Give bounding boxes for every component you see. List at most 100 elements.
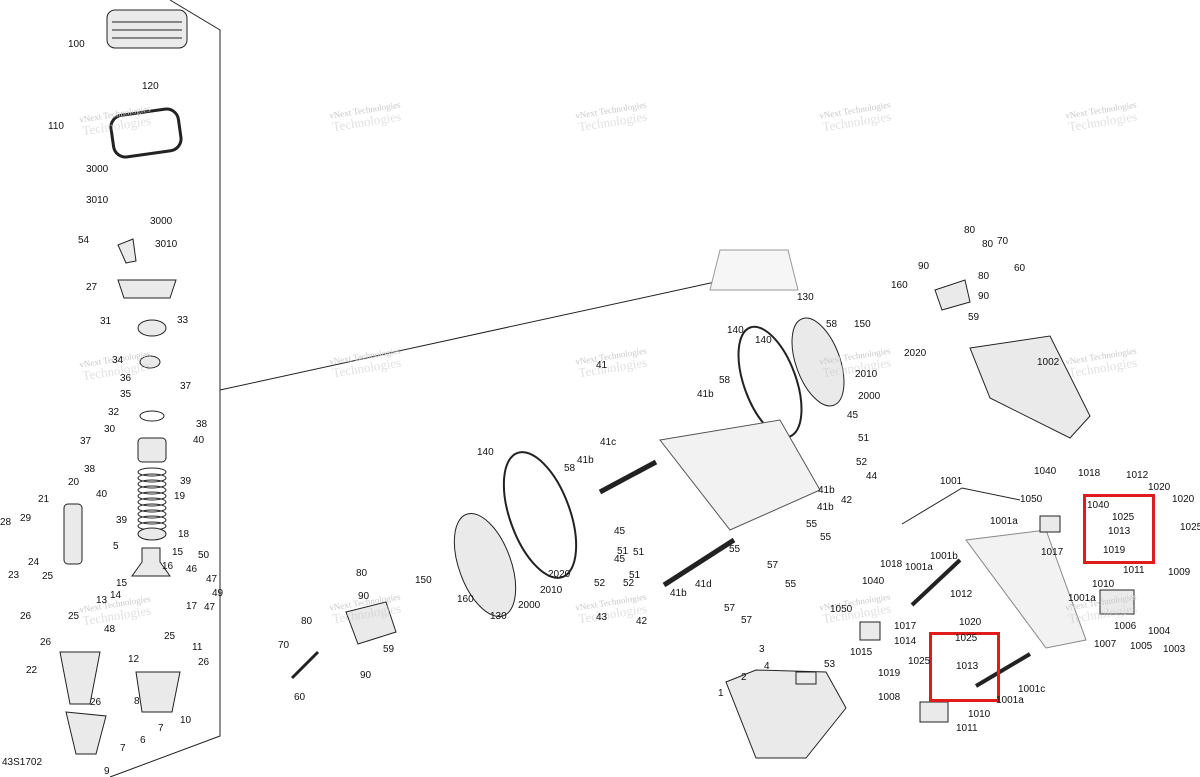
part-label: 80 — [978, 271, 990, 282]
part-label: 42 — [636, 616, 648, 627]
part-label: 90 — [360, 670, 372, 681]
part-label: 33 — [177, 315, 189, 326]
part-label: 39 — [116, 515, 128, 526]
part-label: 26 — [40, 637, 52, 648]
part-label: 1001a — [996, 695, 1024, 706]
spring-seat — [137, 437, 167, 463]
part-label: 28 — [0, 517, 12, 528]
ghost-engine — [709, 249, 799, 291]
spring-coil — [137, 503, 167, 513]
part-label: 80 — [982, 239, 994, 250]
rocker-part — [859, 621, 881, 641]
part-label: 1020 — [1172, 494, 1195, 505]
rocker-part — [1039, 515, 1061, 533]
part-label: 140 — [727, 325, 744, 336]
part-label: 55 — [785, 579, 797, 590]
guard-plate — [59, 651, 101, 705]
part-label: 80 — [356, 568, 368, 579]
bracket-plate — [795, 671, 817, 685]
part-label: 20 — [68, 477, 80, 488]
part-label: 1013 — [1108, 526, 1131, 537]
bolt-60 — [290, 650, 320, 680]
part-label: 59 — [383, 644, 395, 655]
part-label: 7 — [158, 723, 164, 734]
part-label: 41d — [695, 579, 712, 590]
part-label: 1001a — [990, 516, 1018, 527]
part-label: 52 — [856, 457, 868, 468]
part-label: 57 — [724, 603, 736, 614]
part-label: 6 — [140, 735, 146, 746]
part-label: 37 — [80, 436, 92, 447]
spring-coil — [137, 497, 167, 507]
part-label: 32 — [108, 407, 120, 418]
part-label: 1040 — [1087, 500, 1110, 511]
part-label: 60 — [1014, 263, 1026, 274]
part-label: 51 — [858, 433, 870, 444]
part-label: 1025 — [955, 633, 978, 644]
part-label: 1005 — [1130, 641, 1153, 652]
part-label: 47 — [206, 574, 218, 585]
rear-cover-1002 — [969, 335, 1091, 439]
part-label: 1018 — [1078, 468, 1101, 479]
part-label: 1008 — [878, 692, 901, 703]
part-label: 26 — [198, 657, 210, 668]
swing-arm-bracket — [725, 669, 847, 759]
part-label: 1003 — [1163, 644, 1186, 655]
part-label: 1009 — [1168, 567, 1191, 578]
part-label: 1014 — [894, 636, 917, 647]
part-label: 30 — [104, 424, 116, 435]
spring-retainer — [137, 527, 167, 541]
part-label: 13 — [96, 595, 108, 606]
part-label: 3 — [759, 644, 765, 655]
seal-ring — [502, 451, 578, 579]
shaft-41c — [598, 459, 658, 495]
part-label: 120 — [142, 81, 159, 92]
part-label: 37 — [180, 381, 192, 392]
part-label: 140 — [477, 447, 494, 458]
part-label: 130 — [490, 611, 507, 622]
part-label: 2000 — [518, 600, 541, 611]
part-label: 58 — [826, 319, 838, 330]
spring-coil — [137, 473, 167, 483]
part-label: 70 — [278, 640, 290, 651]
part-label: 1017 — [894, 621, 917, 632]
drive-cover — [791, 317, 845, 407]
part-label: 3000 — [86, 164, 109, 175]
part-label: 58 — [719, 375, 731, 386]
spring-coil — [137, 485, 167, 495]
throttle-body — [117, 279, 177, 299]
highlight-box — [929, 632, 1000, 702]
part-label: 2 — [741, 672, 747, 683]
spring-coil — [137, 509, 167, 519]
part-label: 53 — [824, 659, 836, 670]
part-label: 36 — [120, 373, 132, 384]
part-label: 1013 — [956, 661, 979, 672]
part-label: 34 — [112, 355, 124, 366]
part-label: 41b — [577, 455, 594, 466]
o-ring — [139, 410, 165, 422]
part-label: 26 — [90, 697, 102, 708]
part-label: 150 — [415, 575, 432, 586]
part-label: 29 — [20, 513, 32, 524]
part-label: 1011 — [1123, 565, 1145, 576]
part-label: 11 — [192, 642, 203, 653]
part-label: 9 — [104, 766, 110, 777]
part-label: 15 — [116, 578, 128, 589]
part-label: 1011 — [956, 723, 978, 734]
part-label: 17 — [186, 601, 198, 612]
part-label: 1025 — [908, 656, 931, 667]
part-label: 51 — [629, 570, 641, 581]
part-label: 1007 — [1094, 639, 1117, 650]
part-label: 54 — [78, 235, 90, 246]
mount-bracket — [131, 547, 171, 577]
part-label: 2010 — [855, 369, 878, 380]
part-label: 160 — [457, 594, 474, 605]
part-label: 39 — [180, 476, 192, 487]
spring-coil — [137, 491, 167, 501]
part-label: 44 — [866, 471, 878, 482]
part-label: 45 — [847, 410, 859, 421]
pivot-block-1009 — [1099, 589, 1135, 615]
part-label: 1018 — [880, 559, 903, 570]
